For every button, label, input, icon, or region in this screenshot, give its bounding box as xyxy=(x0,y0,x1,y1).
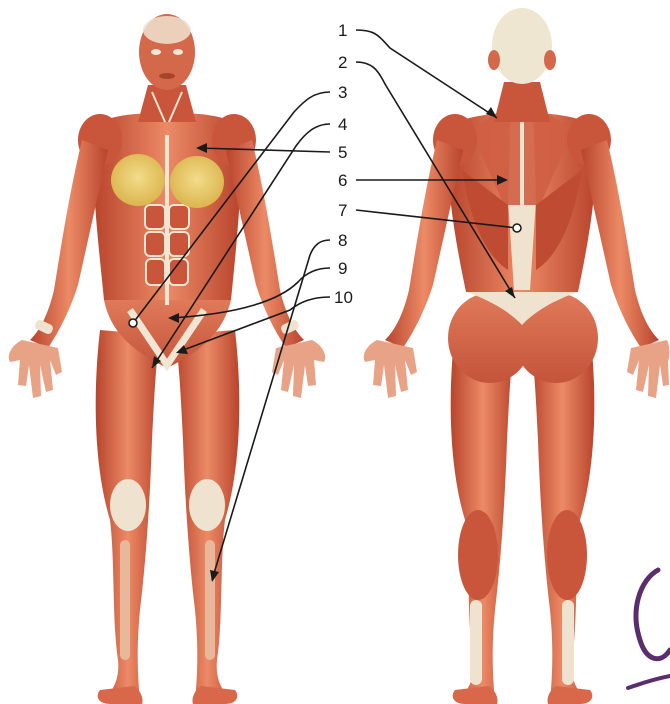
front-left-knee xyxy=(110,479,146,531)
label-2: 2 xyxy=(338,53,347,72)
back-left-calf xyxy=(458,510,498,600)
front-right-hand xyxy=(272,340,325,398)
back-figure xyxy=(364,8,670,704)
leader-3-dot xyxy=(129,319,137,327)
leader-7-dot xyxy=(513,224,521,232)
label-1: 1 xyxy=(338,21,347,40)
label-4: 4 xyxy=(338,115,347,134)
back-head xyxy=(492,8,552,84)
back-right-calf xyxy=(547,510,587,600)
number-labels: 1 2 3 4 5 6 7 8 9 10 xyxy=(334,21,353,307)
front-right-arm xyxy=(226,140,304,348)
back-right-achilles xyxy=(562,600,574,685)
front-right-knee xyxy=(189,479,225,531)
label-10: 10 xyxy=(334,288,353,307)
back-left-hand xyxy=(364,340,417,398)
front-figure xyxy=(9,14,326,704)
label-8: 8 xyxy=(338,231,347,250)
back-neck xyxy=(494,82,550,122)
label-6: 6 xyxy=(338,171,347,190)
front-left-breast xyxy=(111,154,165,206)
front-right-breast xyxy=(170,156,224,208)
back-right-foot xyxy=(547,686,592,704)
front-right-shin xyxy=(205,540,215,660)
label-9: 9 xyxy=(338,259,347,278)
back-left-achilles xyxy=(470,600,482,685)
back-left-arm xyxy=(385,140,463,348)
label-7: 7 xyxy=(338,201,347,220)
brand-underline xyxy=(628,676,670,688)
front-left-foot xyxy=(98,686,143,704)
label-5: 5 xyxy=(338,143,347,162)
front-right-foot xyxy=(192,686,237,704)
front-left-hand xyxy=(9,340,62,398)
front-neck xyxy=(138,85,196,122)
label-3: 3 xyxy=(338,83,347,102)
back-right-hand xyxy=(627,340,669,398)
brand-mark xyxy=(636,570,670,659)
front-left-shin xyxy=(120,540,130,660)
back-left-foot xyxy=(453,686,498,704)
front-left-arm xyxy=(30,140,108,348)
leader-1 xyxy=(356,30,497,118)
